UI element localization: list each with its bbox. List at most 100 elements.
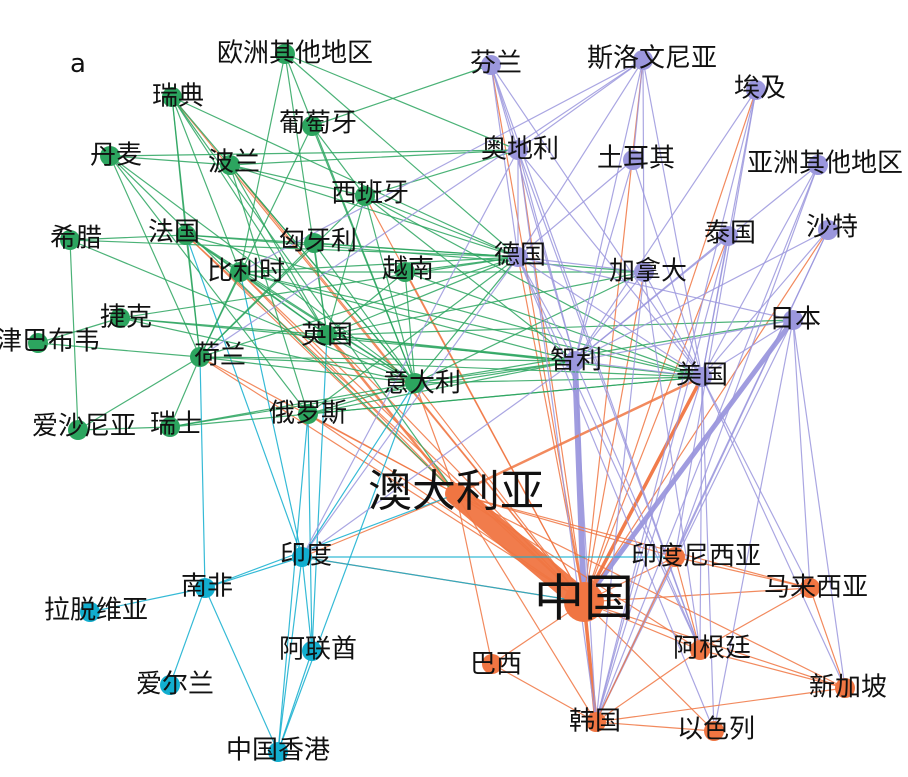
node-hl[interactable] <box>190 347 210 367</box>
node-xyl[interactable] <box>304 233 324 253</box>
node-ael[interactable] <box>160 675 180 695</box>
node-label-oz: 欧洲其他地区 <box>217 39 373 69</box>
node-label-nf: 南非 <box>181 572 233 602</box>
node-label-ltwy: 拉脱维亚 <box>44 596 148 626</box>
edge-xyl-yg <box>313 242 328 336</box>
edge-aj-hg <box>595 89 757 723</box>
node-zl[interactable] <box>565 351 585 371</box>
edge-jk-dg <box>119 256 519 319</box>
edge-zg-ydl <box>414 382 585 603</box>
edge-fl-dg <box>490 64 519 258</box>
edge-alq-yg <box>311 334 328 652</box>
node-ydl[interactable] <box>405 373 425 393</box>
node-agt[interactable] <box>690 640 710 660</box>
edge-rd-dg <box>171 96 519 258</box>
edge-zg-st <box>583 229 829 603</box>
node-yg[interactable] <box>317 325 337 345</box>
edge-rb-mg <box>701 319 794 378</box>
edge-zl-agt <box>574 360 701 651</box>
node-xjp[interactable] <box>835 678 855 698</box>
node-jk[interactable] <box>110 308 130 328</box>
node-oz[interactable] <box>275 44 295 64</box>
node-rd[interactable] <box>162 87 182 107</box>
node-jnd[interactable] <box>634 262 654 282</box>
edge-hl-rs <box>169 356 201 428</box>
edge-dg-zl <box>517 256 576 362</box>
node-bl[interactable] <box>220 155 240 175</box>
edge-bl-adl <box>229 149 519 166</box>
edge-aj-ydnxy <box>674 89 757 558</box>
node-asny[interactable] <box>68 420 88 440</box>
node-dg[interactable] <box>508 247 528 267</box>
edge-hl-ydl <box>199 356 416 384</box>
edge-yn-ydl <box>404 271 416 384</box>
node-ydnxy[interactable] <box>665 547 685 567</box>
edge-mg-mlxy <box>701 376 811 589</box>
edge-mg-ysl <box>701 376 715 732</box>
node-mlxy[interactable] <box>800 578 820 598</box>
node-st[interactable] <box>818 220 838 240</box>
node-nf[interactable] <box>195 578 215 598</box>
node-adly[interactable] <box>446 484 466 504</box>
node-alq[interactable] <box>302 641 322 661</box>
edge-yd-bls <box>239 271 303 558</box>
edge-yzqt-mg <box>701 164 819 378</box>
node-rb[interactable] <box>783 310 803 330</box>
edge-adly-eluos <box>307 413 457 495</box>
node-yd[interactable] <box>292 547 312 567</box>
node-yzqt[interactable] <box>808 155 828 175</box>
edge-ydl-mg <box>414 376 703 384</box>
node-fg[interactable] <box>176 225 196 245</box>
node-bls[interactable] <box>230 262 250 282</box>
node-fl[interactable] <box>481 55 501 75</box>
edge-zg-adl <box>517 149 585 603</box>
node-xby[interactable] <box>355 186 375 206</box>
node-label-zl: 智利 <box>550 346 602 376</box>
node-ltwy[interactable] <box>80 602 100 622</box>
edge-ysl-hg <box>595 721 715 732</box>
edge-bl-xby <box>229 164 366 197</box>
node-label-ydl: 意大利 <box>383 369 461 399</box>
node-label-ael: 爱尔兰 <box>136 670 214 700</box>
node-zg[interactable] <box>564 582 604 622</box>
node-mg[interactable] <box>692 367 712 387</box>
edge-adly-mlxy <box>455 493 811 589</box>
edge-mg-xjp <box>701 376 846 689</box>
node-zgxg[interactable] <box>268 742 288 762</box>
edge-xby-ydl <box>364 195 416 384</box>
node-eluos[interactable] <box>298 404 318 424</box>
node-rs[interactable] <box>160 417 180 437</box>
node-label-yzqt: 亚洲其他地区 <box>747 149 903 179</box>
edge-yg-jnd <box>326 271 645 336</box>
node-xl[interactable] <box>60 230 80 250</box>
edge-hl-zl <box>199 356 576 362</box>
node-ptg[interactable] <box>302 116 322 136</box>
edge-ydnxy-hg <box>595 556 676 723</box>
edge-slwny-jnd <box>642 59 645 273</box>
edge-fl-mg <box>490 64 703 378</box>
edge-agt-hg <box>595 649 701 723</box>
node-jbbw[interactable] <box>28 333 48 353</box>
edge-hl-dg <box>199 256 519 358</box>
edge-rs-mg <box>169 376 703 428</box>
node-label-asny: 爱沙尼亚 <box>32 412 136 442</box>
node-tg[interactable] <box>718 226 738 246</box>
edge-zg-mlxy <box>583 587 811 603</box>
node-bx[interactable] <box>482 654 502 674</box>
node-dm[interactable] <box>100 146 120 166</box>
node-hg[interactable] <box>586 712 606 732</box>
edge-bl-yg <box>229 164 328 336</box>
edge-bls-yg <box>239 271 328 336</box>
node-teq[interactable] <box>623 150 643 170</box>
edge-yg-zl <box>326 334 576 362</box>
edge-adly-zg <box>445 483 595 613</box>
node-ysl[interactable] <box>704 721 724 741</box>
node-label-jk: 捷克 <box>100 303 152 333</box>
node-aj[interactable] <box>746 80 766 100</box>
edge-slwny-mg <box>642 59 703 378</box>
node-slwny[interactable] <box>633 50 653 70</box>
edge-eluos-zl <box>307 360 576 415</box>
node-adl[interactable] <box>508 140 528 160</box>
node-yn[interactable] <box>395 262 415 282</box>
